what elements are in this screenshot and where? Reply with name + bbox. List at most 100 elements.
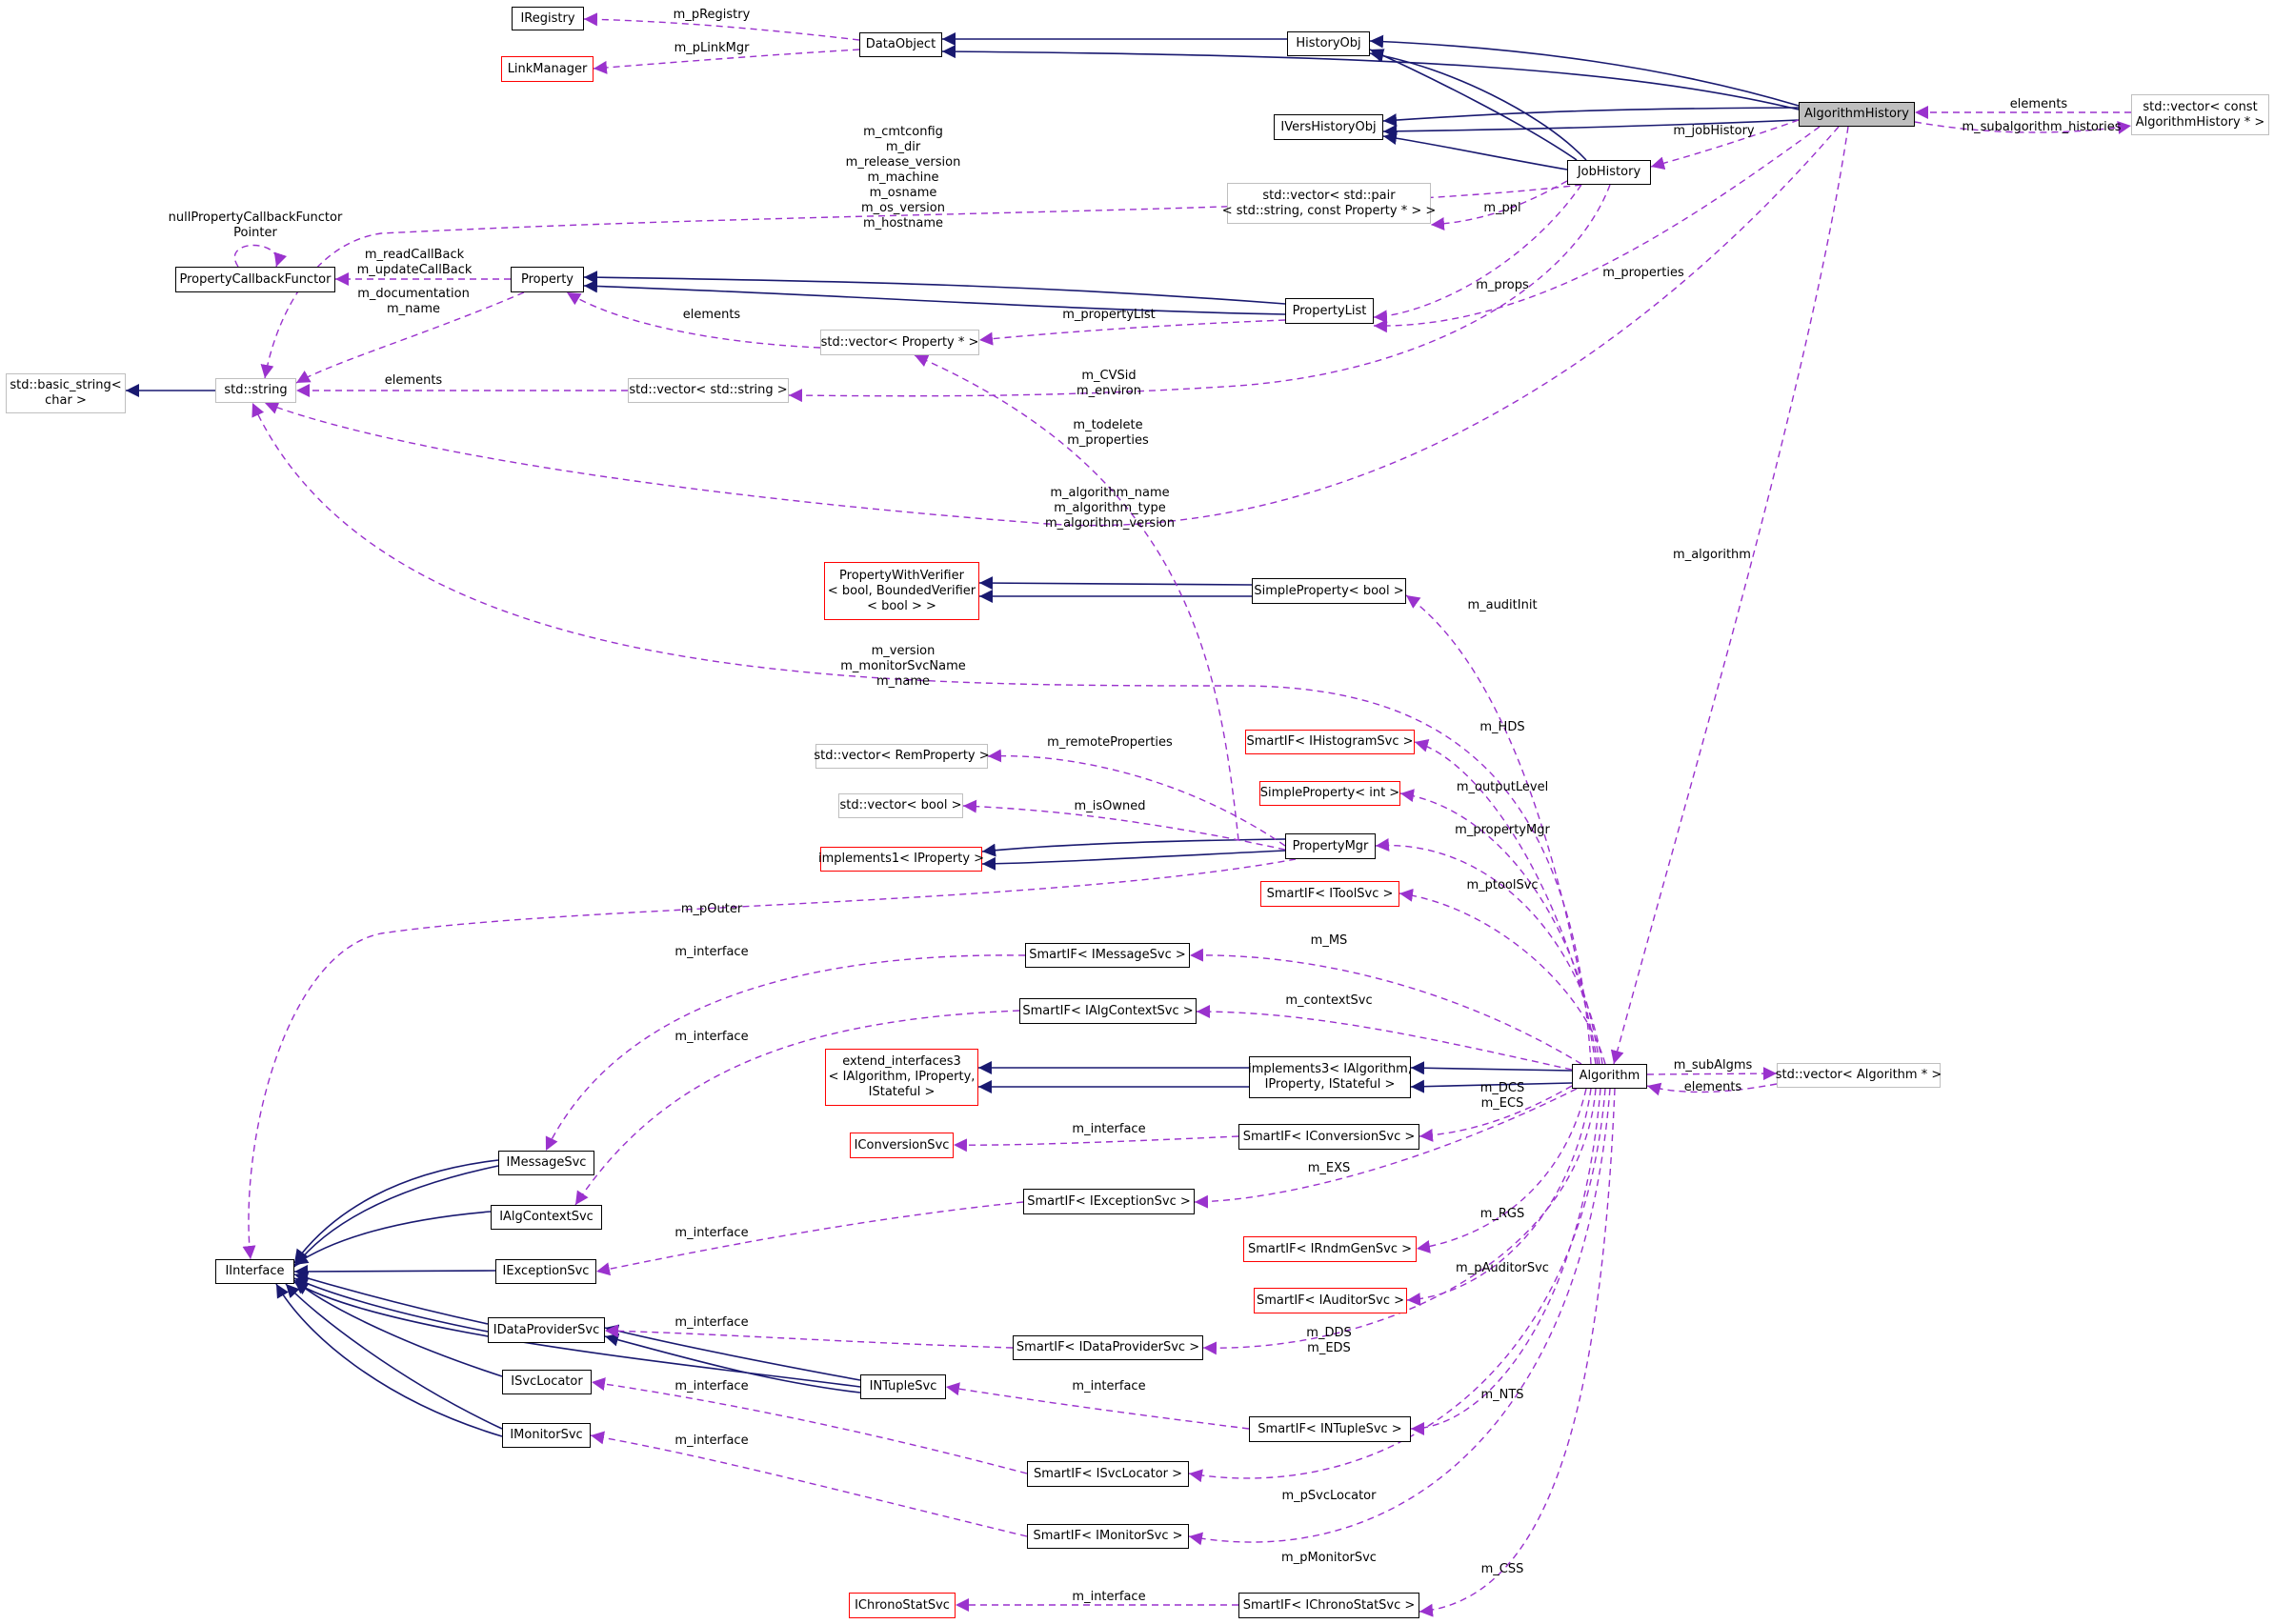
node-smartif-irndmgensvc[interactable]: SmartIF< IRndmGenSvc > (1243, 1236, 1417, 1262)
node-historyobj[interactable]: HistoryObj (1287, 31, 1370, 56)
node-smartif-iauditorsvc[interactable]: SmartIF< IAuditorSvc > (1254, 1288, 1407, 1313)
node-smartif-ialgcontextsvc[interactable]: SmartIF< IAlgContextSvc > (1019, 998, 1197, 1024)
edge-paths (126, 12, 2132, 1617)
edge-label-m-interface-messagesvc: m_interface (674, 945, 749, 959)
edge-inherit-jobhistory-iversionhistoryobj (1382, 131, 1568, 170)
edge-use-propertymgr-vectorproperty (914, 354, 1239, 841)
edge-label-m-interface-dataprovidersvc: m_interface (674, 1315, 749, 1330)
node-iexceptionsvc[interactable]: IExceptionSvc (495, 1259, 596, 1284)
node-smartif-ichronostatsvc[interactable]: SmartIF< IChronoStatSvc > (1238, 1593, 1419, 1618)
node-imonitorsvc[interactable]: IMonitorSvc (502, 1423, 591, 1448)
edge-label-m-contextsvc: m_contextSvc (1285, 993, 1373, 1008)
edge-use-smartifsvcloc-isvclocator (591, 1377, 1028, 1474)
edge-use-algorithm-smartifrndm (1416, 1088, 1587, 1253)
node-smartif-imessagesvc[interactable]: SmartIF< IMessageSvc > (1025, 943, 1190, 968)
edge-label-m-plinkmgr: m_pLinkMgr (674, 41, 750, 55)
edge-inherit-imessagesvc-iinterface (293, 1159, 499, 1264)
edge-use-algorithm-smartifconv (1419, 1085, 1573, 1142)
edge-use-algorithm-smartifnt (1410, 1088, 1601, 1435)
edge-inherit-propertylist-property-1 (583, 271, 1286, 305)
edge-use-smartifalgctx-ialgcontextsvc (574, 1010, 1020, 1206)
node-jobhistory[interactable]: JobHistory (1567, 160, 1651, 185)
edge-label-algorithm-name-type-version: m_algorithm_name m_algorithm_type m_algo… (1044, 486, 1176, 531)
node-smartif-isvclocator[interactable]: SmartIF< ISvcLocator > (1027, 1461, 1189, 1487)
edge-label-m-interface-svclocator: m_interface (674, 1379, 749, 1393)
node-vector-algorithm[interactable]: std::vector< Algorithm * > (1776, 1063, 1942, 1088)
edge-inherit-jobhistory-historyobj-1 (1369, 49, 1578, 161)
node-property[interactable]: Property (511, 267, 584, 292)
edge-use-jobhistory-stdstring (260, 184, 1582, 379)
edge-use-jobhistory-propertylist (1373, 184, 1582, 324)
edge-label-m-hds: m_HDS (1479, 720, 1525, 734)
edge-use-algorithm-smartifalgctx (1196, 1005, 1573, 1071)
node-propertylist[interactable]: PropertyList (1285, 298, 1374, 324)
edge-inherit-algorithm-implements3-2 (1410, 1079, 1573, 1093)
node-iregistry[interactable]: IRegistry (512, 7, 584, 30)
edge-label-m-pmonitorsvc: m_pMonitorSvc (1281, 1551, 1377, 1565)
edge-label-m-interface-ntuplesvc: m_interface (1072, 1379, 1146, 1393)
node-vector-std-string[interactable]: std::vector< std::string > (628, 378, 789, 403)
node-dataobject[interactable]: DataObject (859, 32, 942, 57)
node-smartif-ihistogramsvc[interactable]: SmartIF< IHistogramSvc > (1245, 730, 1415, 754)
edge-use-algorithmhistory-vector (1914, 121, 2132, 134)
node-iinterface[interactable]: IInterface (215, 1259, 294, 1284)
node-vector-pair-string-property[interactable]: std::vector< std::pair < std::string, co… (1222, 183, 1436, 224)
edge-label-m-psvclocator: m_pSvcLocator (1281, 1489, 1377, 1503)
edge-label-m-outputlevel: m_outputLevel (1456, 780, 1549, 794)
node-simpleproperty-int[interactable]: SimpleProperty< int > (1259, 781, 1400, 806)
node-ichronostatsvc[interactable]: IChronoStatSvc (849, 1593, 956, 1618)
node-smartif-iexceptionsvc[interactable]: SmartIF< IExceptionSvc > (1023, 1189, 1195, 1214)
node-implements3[interactable]: implements3< IAlgorithm, IProperty, ISta… (1248, 1056, 1412, 1098)
node-algorithmhistory[interactable]: AlgorithmHistory (1799, 102, 1915, 127)
node-isvclocator[interactable]: ISvcLocator (502, 1370, 592, 1394)
node-vector-remproperty[interactable]: std::vector< RemProperty > (814, 744, 990, 769)
edge-label-dcs-ecs: m_DCS m_ECS (1479, 1081, 1525, 1111)
edge-use-algorithmhistory-stdstring (264, 126, 1840, 527)
edge-use-smartifmon-imonitorsvc (590, 1431, 1028, 1537)
node-smartif-intuplesvc[interactable]: SmartIF< INTupleSvc > (1249, 1416, 1411, 1442)
edge-label-elements-string: elements (384, 373, 443, 388)
edge-use-algorithm-propertymgr (1375, 838, 1603, 1065)
node-std-string[interactable]: std::string (215, 378, 296, 403)
node-propertycallbackfunctor[interactable]: PropertyCallbackFunctor (175, 267, 335, 292)
edge-label-version-monitorsvcname-name: m_version m_monitorSvcName m_name (840, 644, 966, 689)
node-iversionhistoryobj[interactable]: IVersHistoryObj (1274, 114, 1383, 140)
edge-label-elements-history: elements (2009, 97, 2068, 111)
edge-inherit-intuplesvc-idataprovidersvc-2 (604, 1333, 861, 1393)
edge-use-smartifdp-idataprovidersvc (604, 1324, 1014, 1349)
node-smartif-idataprovidersvc[interactable]: SmartIF< IDataProviderSvc > (1013, 1335, 1203, 1360)
node-imessagesvc[interactable]: IMessageSvc (498, 1151, 594, 1175)
edge-inherit-ialgcontextsvc-iinterface-1 (293, 1211, 492, 1266)
node-intuplesvc[interactable]: INTupleSvc (860, 1374, 946, 1399)
node-vector-const-algorithmhistory[interactable]: std::vector< const AlgorithmHistory * > (2131, 94, 2269, 135)
node-vector-property[interactable]: std::vector< Property * > (820, 330, 979, 355)
edge-label-m-interface-monitorsvc: m_interface (674, 1434, 749, 1448)
node-propertymgr[interactable]: PropertyMgr (1285, 833, 1376, 859)
node-std-basic-string[interactable]: std::basic_string< char > (6, 373, 126, 413)
node-implements1-iproperty[interactable]: implements1< IProperty > (818, 847, 984, 872)
edge-use-algorithm-smartifchrono (1419, 1088, 1616, 1617)
edge-inherit-intuplesvc-idataprovidersvc-1 (604, 1324, 861, 1381)
edge-label-m-interface-exceptionsvc: m_interface (674, 1226, 749, 1240)
node-smartif-imonitorsvc[interactable]: SmartIF< IMonitorSvc > (1027, 1524, 1189, 1549)
edge-use-algorithm-smartiftool (1399, 888, 1606, 1065)
node-linkmanager[interactable]: LinkManager (501, 56, 594, 82)
edge-label-m-propertylist: m_propertyList (1062, 308, 1156, 322)
edge-use-propertymgr-vecbool (962, 799, 1286, 851)
edge-inherit-algorithmhistory-iversionhistoryobj-2 (1382, 119, 1800, 138)
edge-label-m-rgs: m_RGS (1479, 1207, 1525, 1221)
node-ialgcontextsvc[interactable]: IAlgContextSvc (491, 1205, 602, 1230)
node-simpleproperty-bool[interactable]: SimpleProperty< bool > (1252, 578, 1406, 604)
node-propertywithverifier[interactable]: PropertyWithVerifier < bool, BoundedVeri… (824, 562, 979, 620)
edge-label-m-interface-chronostatsvc: m_interface (1072, 1590, 1146, 1604)
node-smartif-itoolsvc[interactable]: SmartIF< IToolSvc > (1260, 881, 1399, 907)
node-vector-bool[interactable]: std::vector< bool > (838, 793, 963, 818)
node-idataproviderservice[interactable]: IDataProviderSvc (488, 1317, 605, 1343)
node-algorithm[interactable]: Algorithm (1572, 1064, 1647, 1089)
node-smartif-iconversionsvc[interactable]: SmartIF< IConversionSvc > (1238, 1124, 1419, 1150)
node-extend-interfaces3[interactable]: extend_interfaces3 < IAlgorithm, IProper… (825, 1049, 978, 1106)
edge-use-algorithmhistory-propertylist (1373, 126, 1821, 333)
node-iconversionsvc[interactable]: IConversionSvc (850, 1133, 954, 1158)
edge-use-vecalgorithm-algorithm (1646, 1082, 1778, 1096)
